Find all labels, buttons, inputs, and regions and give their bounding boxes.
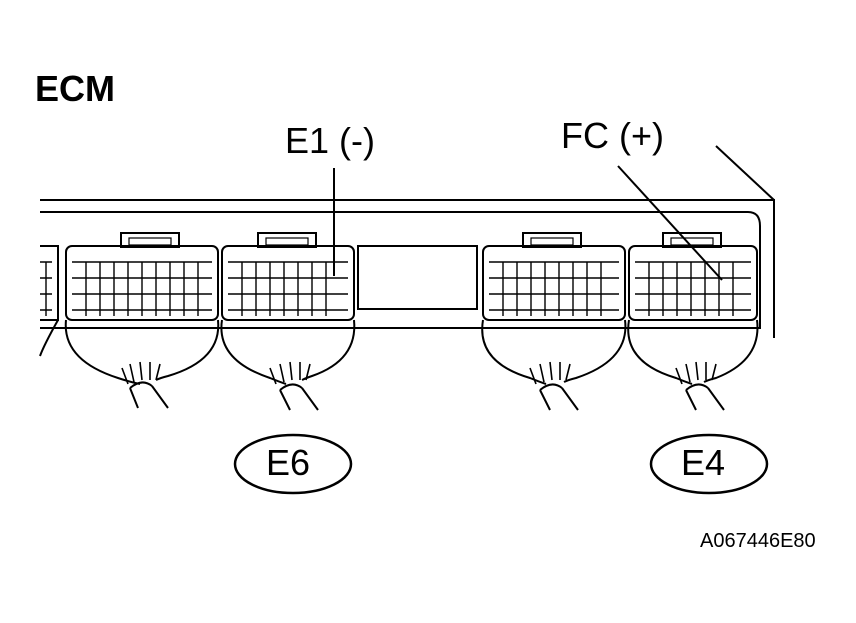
harness-4-e4	[627, 319, 759, 411]
connector-2-e6	[221, 232, 355, 321]
fc-leader-line	[617, 165, 723, 281]
connector-left-partial	[40, 245, 59, 321]
harness-3	[481, 319, 627, 411]
connector-3	[482, 232, 626, 321]
fc-terminal-label: FC (+)	[561, 115, 664, 156]
e1-terminal-label: E1 (-)	[285, 120, 375, 161]
diagram-title: ECM	[35, 68, 115, 109]
ecm-housing-inner	[40, 211, 761, 329]
center-panel	[357, 245, 478, 310]
e4-callout	[649, 433, 769, 495]
harness-1	[64, 319, 220, 409]
e6-connector-label: E6	[266, 442, 311, 483]
connector-4-e4	[628, 232, 758, 321]
connector-1	[65, 232, 219, 321]
figure-code: A067446E80	[700, 530, 816, 552]
e4-connector-label: E4	[681, 442, 726, 483]
ecm-housing-corner	[715, 145, 775, 201]
harness-left-partial	[39, 319, 59, 357]
e6-callout	[233, 433, 353, 495]
harness-2-e6	[220, 319, 356, 411]
ecm-housing	[40, 199, 775, 338]
